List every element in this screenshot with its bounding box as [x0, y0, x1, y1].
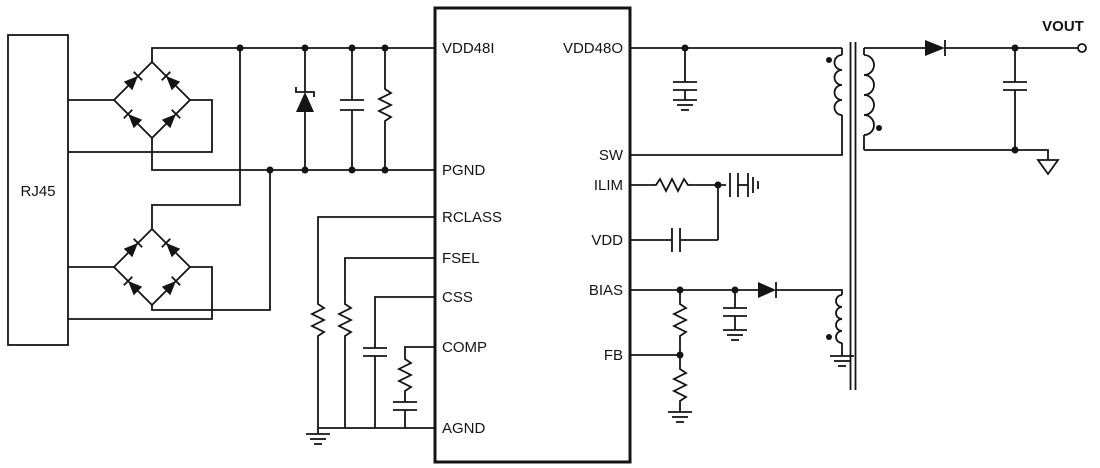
secondary-winding — [863, 54, 875, 136]
diode-bridge-top — [112, 60, 192, 140]
pin-label-rclass: RCLASS — [442, 209, 502, 226]
pin-label-fsel: FSEL — [442, 250, 480, 267]
vdd-network — [630, 228, 718, 252]
ilim-resistor — [651, 178, 693, 192]
input-resistor — [378, 48, 392, 170]
secondary-phase-dot — [876, 125, 882, 131]
vout-terminal — [1077, 43, 1087, 53]
pin-label-ilim: ILIM — [594, 177, 623, 194]
bias-network — [630, 282, 843, 341]
input-capacitor — [340, 48, 364, 170]
pin-label-bias: BIAS — [589, 282, 623, 299]
bias-cap-ground-icon — [722, 329, 748, 341]
pin-label-comp: COMP — [442, 339, 487, 356]
fb-lower-resistor — [673, 364, 687, 406]
comp-rc-network — [393, 346, 435, 428]
pin-label-vdd48o: VDD48O — [563, 40, 623, 57]
fb-upper-resistor — [673, 299, 687, 341]
pin-label-agnd: AGND — [442, 420, 486, 437]
rclass-resistor-network — [311, 216, 435, 428]
ilim-network — [630, 172, 759, 240]
output-stage: VOUT — [864, 18, 1087, 176]
output-diode-icon — [925, 40, 946, 56]
vdd48o-rail — [630, 44, 842, 111]
output-ground-icon — [1036, 159, 1060, 176]
rj45-label: RJ45 — [20, 183, 55, 200]
primary-phase-dot — [826, 57, 832, 63]
fsel-resistor-network — [338, 257, 435, 428]
css-capacitor-network — [363, 296, 435, 428]
ilim-ground-icon — [747, 172, 759, 198]
bias-diode-icon — [758, 282, 777, 298]
fb-ground-icon — [667, 411, 693, 423]
fb-divider-network — [630, 290, 693, 423]
aux-phase-dot — [826, 334, 832, 340]
diode-bridge-bottom — [112, 227, 192, 307]
pin-label-css: CSS — [442, 289, 473, 306]
input-wiring — [68, 99, 213, 320]
agnd-bus — [305, 427, 435, 445]
pin-label-vdd48i: VDD48I — [442, 40, 495, 57]
pin-label-vdd: VDD — [591, 232, 623, 249]
pin-label-sw: SW — [599, 147, 624, 164]
agnd-ground-icon — [305, 433, 331, 445]
tvs-diode — [295, 48, 315, 170]
rj45-connector: RJ45 — [7, 34, 69, 346]
input-rails — [151, 44, 435, 311]
output-capacitor — [1003, 48, 1027, 150]
vout-label: VOUT — [1042, 18, 1084, 35]
transformer — [630, 42, 882, 390]
pin-label-fb: FB — [604, 347, 623, 364]
aux-winding — [835, 294, 843, 344]
ic-body: VDD48I PGND RCLASS FSEL CSS COMP AGND VD… — [433, 6, 632, 464]
bias-capacitor — [722, 290, 748, 341]
primary-winding — [833, 54, 843, 116]
bulk-cap-ground-icon — [672, 99, 698, 111]
pin-label-pgnd: PGND — [442, 162, 486, 179]
